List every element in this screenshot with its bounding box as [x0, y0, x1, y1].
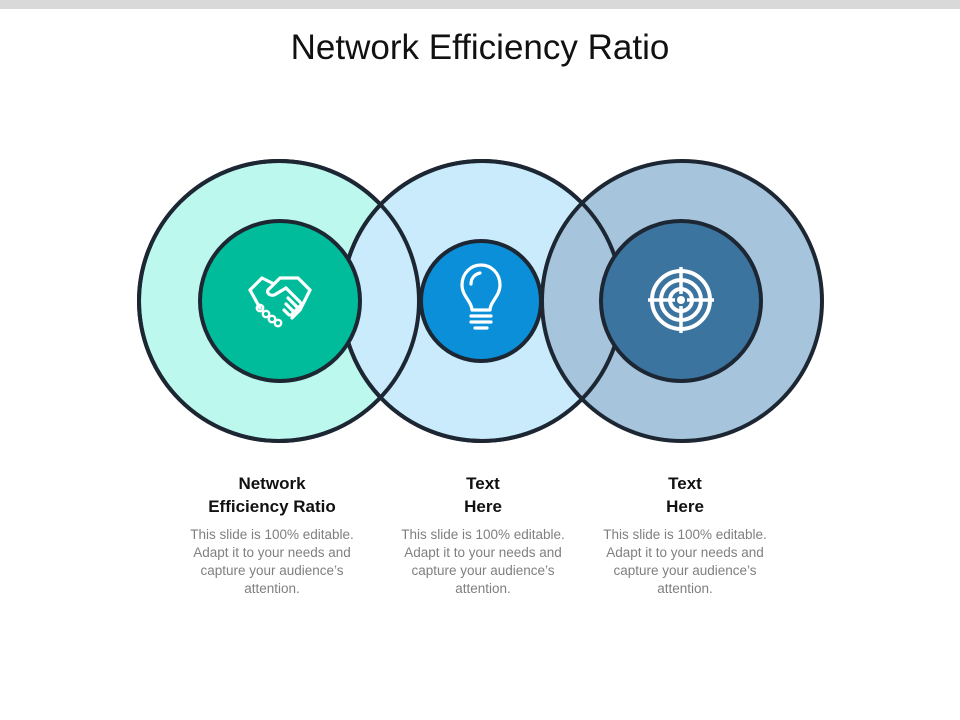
label-text-here-2: Text Here This slide is 100% editable. A… [585, 472, 785, 598]
label-body: This slide is 100% editable. Adapt it to… [190, 527, 354, 596]
lightbulb-icon [460, 263, 502, 330]
target-icon [648, 267, 714, 333]
label-body: This slide is 100% editable. Adapt it to… [401, 527, 565, 596]
inner-circle-1 [198, 219, 362, 383]
label-body: This slide is 100% editable. Adapt it to… [603, 527, 767, 596]
label-heading: Network Efficiency Ratio [208, 474, 336, 516]
label-network-efficiency-ratio: Network Efficiency Ratio This slide is 1… [172, 472, 372, 598]
page-title: Network Efficiency Ratio [290, 28, 670, 67]
label-text-here-1: Text Here This slide is 100% editable. A… [383, 472, 583, 598]
handshake-icon [248, 276, 312, 328]
top-bar [0, 0, 960, 9]
label-heading: Text Here [666, 474, 704, 516]
label-heading: Text Here [464, 474, 502, 516]
inner-circle-2 [419, 239, 543, 363]
